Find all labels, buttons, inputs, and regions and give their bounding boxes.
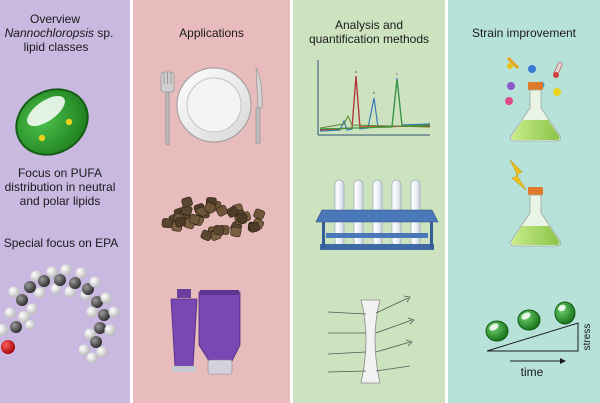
feed-pellet (213, 224, 225, 236)
panel-divider (130, 0, 133, 403)
feed-pellet (226, 206, 239, 218)
svg-text:a: a (355, 69, 358, 74)
overview-lipid-classes: lipid classes (23, 40, 89, 54)
feed-pellet (181, 196, 193, 208)
feed-pellet (174, 216, 187, 228)
feed-pellet (203, 201, 216, 214)
feed-pellet (200, 229, 213, 241)
panel-divider (445, 0, 448, 403)
flask-with-chemicals-icon (505, 56, 563, 142)
feed-pellet (253, 208, 266, 220)
time-label: time (520, 365, 544, 379)
feed-pellet (248, 221, 260, 233)
pufa-line-2: distribution in neutral (4, 180, 116, 194)
panel-divider (290, 0, 293, 403)
feed-pellet (236, 213, 248, 224)
feed-pellet (188, 213, 201, 225)
flask-with-lightning-icon (509, 159, 561, 247)
epa-label: Special focus on EPA (3, 236, 119, 250)
epa-molecule-icon (0, 264, 120, 364)
cosmetic-tubes-icon (170, 289, 241, 375)
feed-pellet (230, 226, 242, 238)
stress-time-ramp-icon (485, 301, 579, 364)
analysis-heading-line-1: Analysis and (334, 18, 404, 32)
plate-cutlery-icon (160, 67, 263, 146)
pufa-line-1: Focus on PUFA (17, 166, 103, 180)
species-suffix: sp. (94, 26, 114, 40)
strain-heading: Strain improvement (471, 26, 577, 40)
applications-heading: Applications (179, 26, 244, 40)
overview-panel (0, 0, 130, 403)
test-tube-rack-icon (315, 179, 439, 250)
analysis-heading-line-2: quantification methods (308, 32, 430, 46)
feed-pellets-icon (161, 196, 266, 241)
feed-pellet (216, 205, 228, 217)
stress-label: stress (582, 323, 593, 351)
species-name: Nannochloropsis (4, 26, 95, 40)
strain-panel (448, 0, 600, 403)
lens-optics-icon (327, 295, 415, 384)
svg-text:b: b (373, 90, 376, 95)
feed-pellet (161, 218, 173, 229)
overview-heading: Overview (29, 12, 80, 26)
pufa-line-3: and polar lipids (19, 194, 101, 208)
chromatogram-icon: a b c (317, 60, 431, 136)
overview-species-line: Nannochloropsis sp. (0, 26, 118, 40)
algae-cell-icon (15, 88, 89, 156)
svg-text:c: c (396, 71, 398, 76)
